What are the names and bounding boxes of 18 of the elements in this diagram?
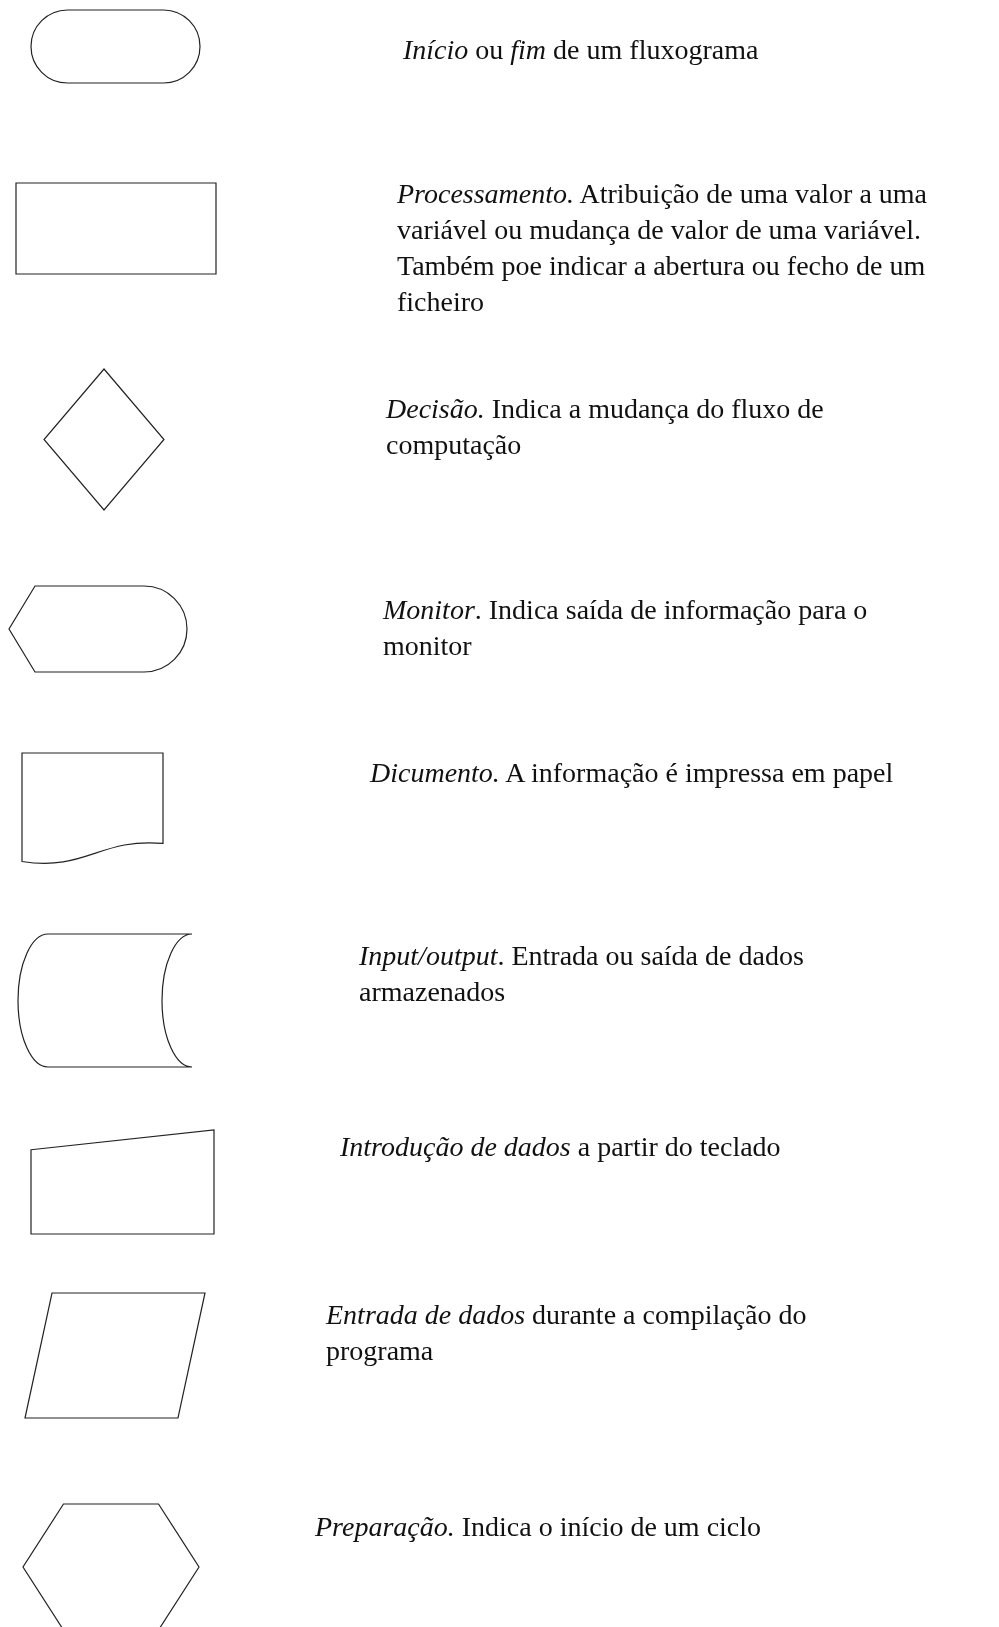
box-symbol	[16, 183, 216, 274]
symbol-description: Início ou fim de um fluxograma	[403, 33, 760, 67]
symbol-description: Dicumento. A informação é impressa em papel	[370, 756, 895, 790]
trapezoid-symbol	[31, 1130, 214, 1234]
document-symbol	[22, 753, 163, 866]
diamond-symbol	[44, 369, 164, 510]
parallelogram-symbol	[25, 1293, 205, 1418]
symbol-description: Processamento. Atribuição de uma valor a uma variável ou mudança de valor de uma variável. Também poe indicar a abertura ou fecho de um ficheiro	[397, 177, 929, 319]
display-symbol	[9, 586, 187, 672]
symbol-description: Monitor. Indica saída de informação para o monitor	[383, 593, 869, 663]
hexagon-symbol	[23, 1504, 199, 1627]
storage-symbol	[18, 934, 192, 1067]
symbol-description: Preparação. Indica o início de um ciclo	[315, 1510, 763, 1544]
stadium-symbol	[31, 10, 200, 83]
symbol-description: Introdução de dados a partir do teclado	[340, 1130, 782, 1164]
symbol-description: Input/output. Entrada ou saída de dados armazenados	[359, 939, 805, 1009]
symbol-description: Decisão. Indica a mudança do fluxo de computação	[386, 392, 825, 462]
symbol-description: Entrada de dados durante a compilação do programa	[326, 1298, 808, 1368]
